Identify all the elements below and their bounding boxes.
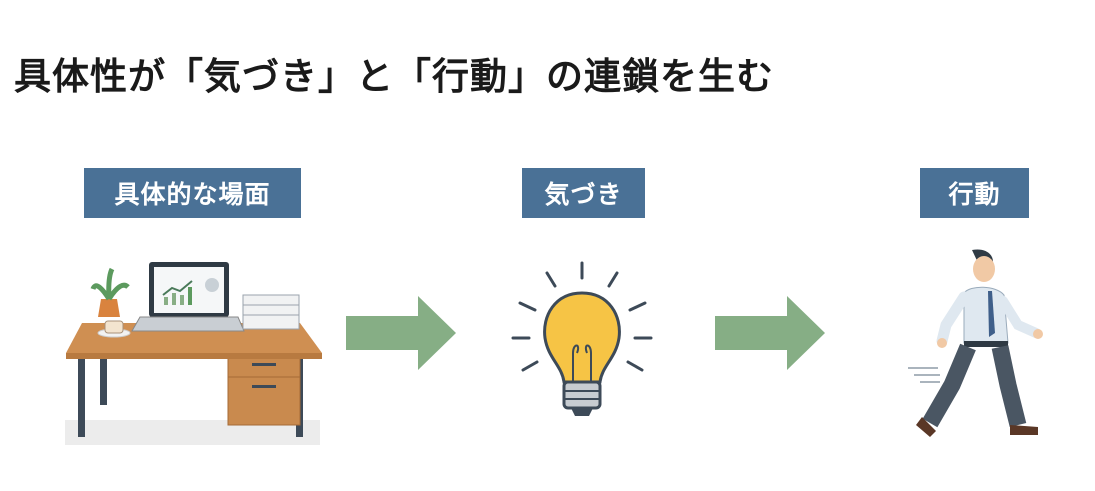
arrow-right-icon	[715, 296, 825, 370]
page-title: 具体性が「気づき」と「行動」の連鎖を生む	[14, 55, 774, 98]
step-label-scene: 具体的な場面	[84, 168, 301, 218]
office-desk-icon	[65, 262, 322, 445]
lightbulb-icon	[511, 261, 653, 416]
walking-person-icon	[908, 249, 1043, 437]
step-label-awareness: 気づき	[522, 168, 645, 218]
arrow-right-icon	[346, 296, 456, 370]
step-label-action: 行動	[920, 168, 1029, 218]
